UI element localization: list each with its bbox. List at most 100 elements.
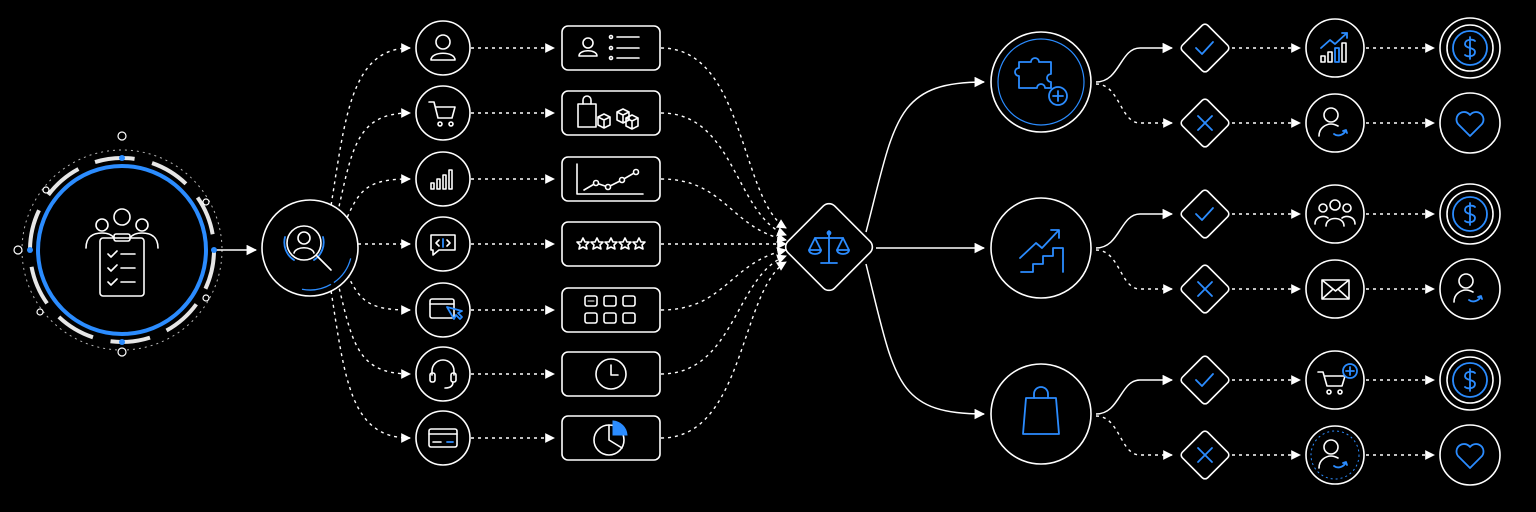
segment-nodes <box>990 31 1092 465</box>
source-node <box>13 131 223 357</box>
step-node-2[interactable] <box>1305 93 1365 153</box>
group-icon <box>1314 199 1356 227</box>
data-card-3[interactable] <box>561 156 661 202</box>
user-return-icon <box>1318 107 1348 137</box>
step-node-6[interactable] <box>1305 425 1365 485</box>
data-source-node-2[interactable] <box>415 85 471 141</box>
data-card-4[interactable] <box>561 221 661 267</box>
step-node-3[interactable] <box>1305 184 1365 244</box>
branch-no-1[interactable] <box>1180 98 1231 149</box>
data-source-node-3[interactable] <box>415 151 471 207</box>
x-icon <box>1197 281 1213 297</box>
browser-click-icon <box>429 298 463 320</box>
puzzle-plus-icon <box>1014 57 1068 106</box>
clock-icon <box>595 358 627 390</box>
shopping-bag-icon <box>1022 386 1060 435</box>
analysis-node <box>261 199 359 297</box>
branch-no-3[interactable] <box>1180 430 1231 481</box>
outcome-node-1[interactable] <box>1439 17 1501 79</box>
outcome-nodes <box>1439 17 1501 486</box>
branch-yes-1[interactable] <box>1180 23 1231 74</box>
x-icon <box>1197 447 1213 463</box>
data-cards <box>561 25 661 461</box>
data-card-5[interactable] <box>561 287 661 333</box>
data-source-node-4[interactable] <box>415 216 471 272</box>
outcome-node-4[interactable] <box>1439 258 1501 320</box>
connector-merge-6 <box>660 254 787 375</box>
data-card-7[interactable] <box>561 415 661 461</box>
bar-chart-icon <box>430 169 453 190</box>
connector-segment-1-yes <box>1095 42 1174 83</box>
connector-segment-1-no <box>1095 83 1173 128</box>
connector-fan-3 <box>341 174 411 231</box>
decision-node[interactable] <box>782 200 875 293</box>
connector-segment-3-yes <box>1095 374 1174 415</box>
connector-segment-3-no <box>1095 415 1173 460</box>
bag-boxes-icon <box>577 95 639 130</box>
connector-fan-6 <box>335 274 411 379</box>
segment-node-2[interactable] <box>990 197 1092 299</box>
check-icon <box>1195 41 1214 55</box>
check-icon <box>1195 207 1214 221</box>
connector-segment-2-yes <box>1095 208 1174 249</box>
branch-yes-3[interactable] <box>1180 355 1231 406</box>
user-return-icon <box>1453 273 1483 303</box>
data-source-node-1[interactable] <box>415 20 471 76</box>
data-source-node-5[interactable] <box>415 282 471 338</box>
connector-fan-5 <box>341 261 411 315</box>
connector-decision-segment-1 <box>865 76 986 233</box>
dollar-coin-icon <box>1446 190 1494 238</box>
connector-merge-3 <box>660 178 787 243</box>
x-icon <box>1197 115 1213 131</box>
connector-fan-2 <box>335 108 411 221</box>
pie-chart-icon <box>593 420 628 456</box>
data-card-1[interactable] <box>561 25 661 71</box>
branch-no-2[interactable] <box>1180 264 1231 315</box>
branch-yes-2[interactable] <box>1180 189 1231 240</box>
connector-merge-2 <box>660 112 787 237</box>
growth-chart-icon <box>1320 32 1348 63</box>
envelope-icon <box>1321 279 1350 300</box>
dollar-coin-icon <box>1446 24 1494 72</box>
user-search-icon <box>283 225 332 271</box>
headset-icon <box>429 359 457 389</box>
branch-decisions <box>1180 23 1231 481</box>
segment-node-1[interactable] <box>990 31 1092 133</box>
data-source-node-6[interactable] <box>415 346 471 402</box>
data-card-2[interactable] <box>561 90 661 136</box>
user-return-dotted-icon <box>1318 439 1348 469</box>
step-node-1[interactable] <box>1305 18 1365 78</box>
cart-icon <box>428 101 456 127</box>
tile-grid-icon <box>584 295 636 324</box>
team-clipboard-icon <box>85 208 159 297</box>
connector-fan-7 <box>329 283 411 443</box>
outcome-node-3[interactable] <box>1439 183 1501 245</box>
outcome-node-6[interactable] <box>1439 424 1501 486</box>
dollar-coin-icon <box>1446 356 1494 404</box>
connector-merge-1 <box>660 47 787 229</box>
chat-money-icon <box>430 234 456 256</box>
connector-decision-segment-3 <box>865 263 986 420</box>
profile-list-icon <box>578 34 640 61</box>
outcome-node-2[interactable] <box>1439 92 1501 154</box>
connectors <box>212 42 1435 460</box>
connector-merge-5 <box>660 247 787 311</box>
stairs-growth-icon <box>1019 229 1064 273</box>
step-node-4[interactable] <box>1305 259 1365 319</box>
segment-node-3[interactable] <box>990 363 1092 465</box>
outcome-node-5[interactable] <box>1439 349 1501 411</box>
connector-segment-2-no <box>1095 249 1173 294</box>
connector-fan-1 <box>329 43 411 213</box>
data-card-6[interactable] <box>561 351 661 397</box>
data-source-node-7[interactable] <box>415 410 471 466</box>
data-source-nodes <box>415 20 471 466</box>
step-node-5[interactable] <box>1305 350 1365 410</box>
user-icon <box>430 34 456 61</box>
heart-icon <box>1455 443 1485 469</box>
heart-icon <box>1455 111 1485 137</box>
balance-scale-icon <box>808 230 850 264</box>
check-icon <box>1195 373 1214 387</box>
star-rating-icon <box>576 237 646 250</box>
